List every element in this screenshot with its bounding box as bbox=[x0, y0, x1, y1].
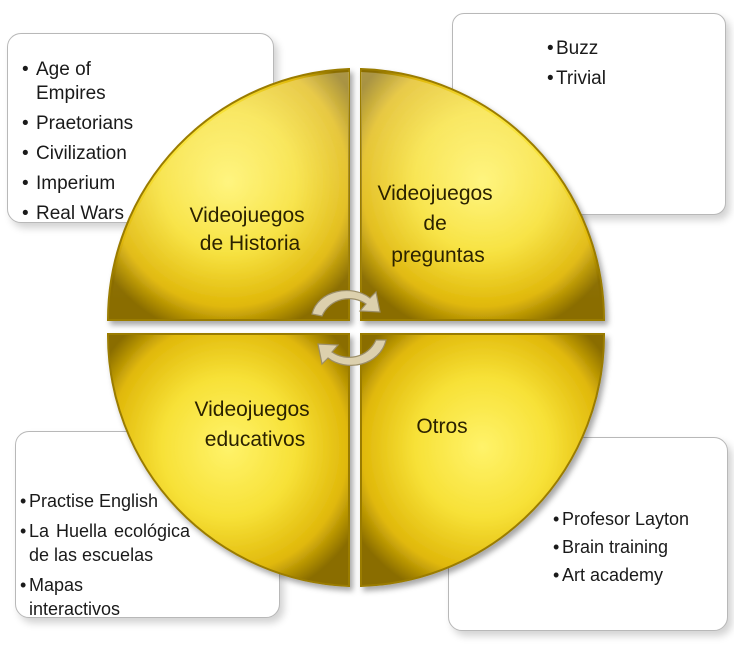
list-item: La Huella ecológica de las escuelas bbox=[18, 519, 190, 567]
quadrant-other bbox=[360, 333, 606, 588]
history-list: Age of Empires Praetorians Civilization … bbox=[20, 58, 260, 232]
quadrant-quiz-label: Videojuegos de preguntas bbox=[377, 182, 498, 267]
list-item: Practise English bbox=[18, 489, 190, 513]
list-item: Imperium bbox=[20, 172, 260, 196]
quadrant-educational bbox=[106, 333, 350, 588]
list-item: Art academy bbox=[551, 563, 726, 587]
quadrant-history-label: Videojuegos de Historia bbox=[189, 204, 310, 255]
list-item: Profesor Layton bbox=[551, 507, 726, 531]
cycle-arrows-icon bbox=[311, 290, 387, 366]
quadrant-educational-label: Videojuegos educativos bbox=[194, 398, 315, 451]
quiz-list: Buzz Trivial bbox=[545, 37, 715, 97]
quadrant-other-label: Otros bbox=[416, 415, 467, 438]
educational-list: Practise English La Huella ecológica de … bbox=[18, 489, 190, 627]
list-item: Real Wars bbox=[20, 202, 260, 226]
list-item: Trivial bbox=[545, 67, 715, 91]
list-item: Civilization bbox=[20, 142, 260, 166]
list-item: Buzz bbox=[545, 37, 715, 61]
list-item: Brain training bbox=[551, 535, 726, 559]
other-list: Profesor Layton Brain training Art acade… bbox=[551, 507, 726, 591]
list-item: Praetorians bbox=[20, 112, 260, 136]
list-item: Mapas interactivos bbox=[18, 573, 120, 621]
list-item: Age of Empires bbox=[20, 58, 126, 106]
